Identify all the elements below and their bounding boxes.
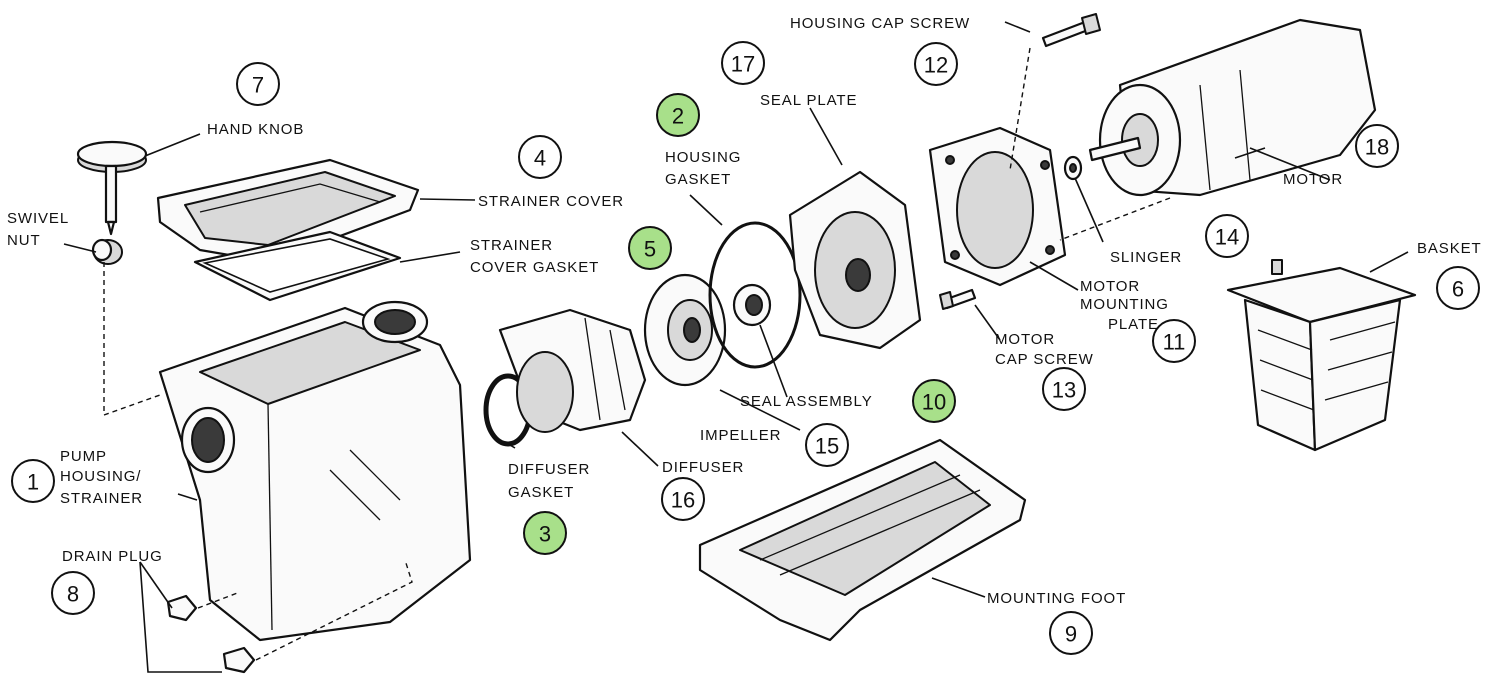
mounting-foot-drawing <box>698 438 1027 642</box>
strainer-cover-drawing <box>156 158 420 264</box>
callout-15: 15 <box>805 423 849 467</box>
label-housing: HOUSING <box>665 149 741 166</box>
label-seal-plate: SEAL PLATE <box>760 92 857 109</box>
label-nut: NUT <box>7 232 41 249</box>
callout-6: 6 <box>1436 266 1480 310</box>
number-callouts: 1 2 3 4 5 6 7 8 9 10 11 12 13 14 15 16 1… <box>11 41 1480 655</box>
seal-plate-drawing <box>788 170 922 350</box>
label-diffuser-gasket-l1: DIFFUSER <box>508 461 590 478</box>
housing-gasket-drawing <box>708 221 802 369</box>
label-motor: MOTOR <box>1283 171 1343 188</box>
label-motor-mounting-l2: MOUNTING <box>1080 296 1169 313</box>
motor-mounting-plate-drawing <box>928 126 1067 287</box>
label-impeller: IMPELLER <box>700 427 781 444</box>
housing-cap-screw-drawing <box>1041 13 1101 48</box>
callout-13: 13 <box>1042 367 1086 411</box>
svg-text:7: 7 <box>252 73 264 98</box>
callout-8: 8 <box>51 571 95 615</box>
callout-16: 16 <box>661 477 705 521</box>
callout-17: 17 <box>721 41 765 85</box>
svg-text:18: 18 <box>1365 135 1389 160</box>
pump-housing-drawing <box>158 300 472 642</box>
drain-plug-drawing <box>166 594 256 674</box>
label-pump: PUMP <box>60 448 107 465</box>
label-cover-gasket: COVER GASKET <box>470 259 599 276</box>
slinger-drawing <box>1063 155 1083 181</box>
callout-7: 7 <box>236 62 280 106</box>
label-swivel: SWIVEL <box>7 210 69 227</box>
label-basket: BASKET <box>1417 240 1482 257</box>
callout-9: 9 <box>1049 611 1093 655</box>
callout-4: 4 <box>518 135 562 179</box>
label-strainer: STRAINER <box>470 237 553 254</box>
label-motor-cap-screw-l1: MOTOR <box>995 331 1055 348</box>
label-motor-cap-screw-l2: CAP SCREW <box>995 351 1094 368</box>
svg-text:17: 17 <box>731 52 755 77</box>
motor-drawing <box>1088 18 1377 197</box>
label-housing-slash: HOUSING/ <box>60 468 141 485</box>
part-labels: HOUSING CAP SCREW SEAL PLATE HAND KNOB H… <box>7 15 1482 607</box>
label-gasket: GASKET <box>665 171 731 188</box>
svg-text:16: 16 <box>671 488 695 513</box>
svg-text:8: 8 <box>67 582 79 607</box>
label-hand-knob: HAND KNOB <box>207 121 304 138</box>
label-slinger: SLINGER <box>1110 249 1182 266</box>
callout-2: 2 <box>656 93 700 137</box>
label-diffuser: DIFFUSER <box>662 459 744 476</box>
label-motor-mounting-l1: MOTOR <box>1080 278 1140 295</box>
callout-5: 5 <box>628 226 672 270</box>
label-mounting-foot: MOUNTING FOOT <box>987 590 1126 607</box>
callout-14: 14 <box>1205 214 1249 258</box>
callout-3: 3 <box>523 511 567 555</box>
callout-1: 1 <box>11 459 55 503</box>
svg-text:5: 5 <box>644 237 656 262</box>
impeller-drawing <box>643 273 727 387</box>
motor-cap-screw-drawing <box>939 288 977 310</box>
diffuser-drawing <box>498 308 647 433</box>
strainer-cover-gasket-drawing <box>193 230 402 302</box>
svg-text:15: 15 <box>815 434 839 459</box>
swivel-nut-drawing <box>91 238 123 265</box>
label-strainer-l3: STRAINER <box>60 490 143 507</box>
callout-10: 10 <box>912 379 956 423</box>
svg-text:6: 6 <box>1452 277 1464 302</box>
label-strainer-cover: STRAINER COVER <box>478 193 624 210</box>
svg-text:14: 14 <box>1215 225 1239 250</box>
seal-assembly-drawing <box>732 283 772 327</box>
label-housing-cap-screw: HOUSING CAP SCREW <box>790 15 970 32</box>
callout-11: 11 <box>1152 319 1196 363</box>
svg-text:2: 2 <box>672 104 684 129</box>
leader-lines <box>63 21 1409 673</box>
svg-text:9: 9 <box>1065 622 1077 647</box>
basket-drawing <box>1226 259 1417 452</box>
callout-18: 18 <box>1355 124 1399 168</box>
label-diffuser-gasket-l2: GASKET <box>508 484 574 501</box>
svg-text:11: 11 <box>1163 330 1186 355</box>
svg-text:10: 10 <box>922 390 946 415</box>
svg-text:3: 3 <box>539 522 551 547</box>
callout-12: 12 <box>914 42 958 86</box>
label-motor-mounting-l3: PLATE <box>1108 316 1159 333</box>
svg-text:13: 13 <box>1052 378 1076 403</box>
hand-knob-drawing <box>76 140 148 236</box>
label-seal-assembly: SEAL ASSEMBLY <box>740 393 873 410</box>
svg-text:4: 4 <box>534 146 546 171</box>
svg-text:12: 12 <box>924 53 948 78</box>
svg-text:1: 1 <box>27 470 39 495</box>
label-drain-plug: DRAIN PLUG <box>62 548 163 565</box>
